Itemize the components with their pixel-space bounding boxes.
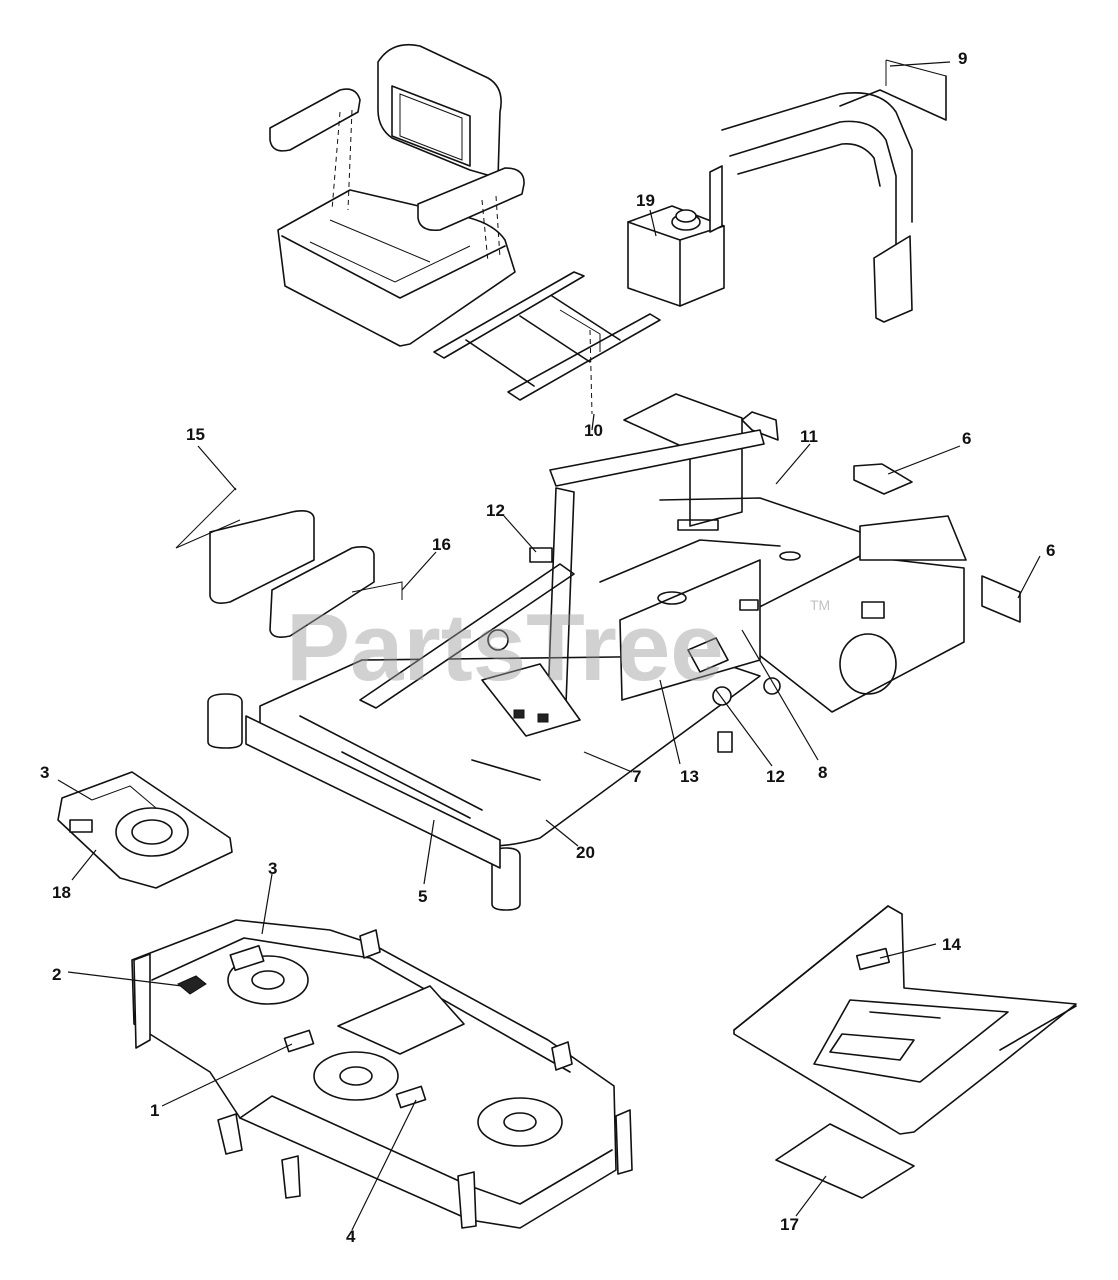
callout-16: 16 <box>432 535 451 554</box>
callout-17: 17 <box>780 1215 799 1234</box>
callout-8: 8 <box>818 763 827 782</box>
decal-17-part <box>775 1123 915 1199</box>
callout-18: 18 <box>52 883 71 902</box>
callout-12a: 12 <box>486 501 505 520</box>
bracket-6a-part <box>853 463 913 495</box>
callout-4: 4 <box>346 1227 356 1246</box>
bracket-top-part <box>529 547 553 563</box>
callout-2: 2 <box>52 965 61 984</box>
callout-9: 9 <box>958 49 967 68</box>
callout-19: 19 <box>636 191 655 210</box>
trim-plate-15-part <box>175 487 315 604</box>
callout-11: 11 <box>800 427 818 446</box>
callout-12b: 12 <box>766 767 785 786</box>
callout-6b: 6 <box>1046 541 1055 560</box>
callout-3b: 3 <box>268 859 277 878</box>
callout-5: 5 <box>418 887 427 906</box>
callout-1: 1 <box>150 1101 159 1120</box>
fuel-tank-part <box>627 205 725 307</box>
watermark-text: PartsTree <box>286 594 724 701</box>
seat-part <box>269 43 525 347</box>
watermark-tm: TM <box>810 597 830 613</box>
callout-7: 7 <box>632 767 641 786</box>
callout-14: 14 <box>942 935 961 954</box>
callout-10: 10 <box>584 421 603 440</box>
deck-cover-part <box>57 771 233 889</box>
seat-frame-part <box>433 271 661 415</box>
mower-deck-part <box>131 919 633 1229</box>
trim-plate-16-part <box>269 546 403 638</box>
callout-3a: 3 <box>40 763 49 782</box>
roll-bar-part <box>709 59 947 323</box>
callout-6a: 6 <box>962 429 971 448</box>
callout-20: 20 <box>576 843 595 862</box>
floor-mat-part <box>733 905 1077 1135</box>
plate-6b-part <box>981 575 1021 623</box>
callout-13: 13 <box>680 767 699 786</box>
main-frame-part <box>207 393 967 911</box>
callout-15: 15 <box>186 425 205 444</box>
leader-lines <box>57 61 1041 1231</box>
